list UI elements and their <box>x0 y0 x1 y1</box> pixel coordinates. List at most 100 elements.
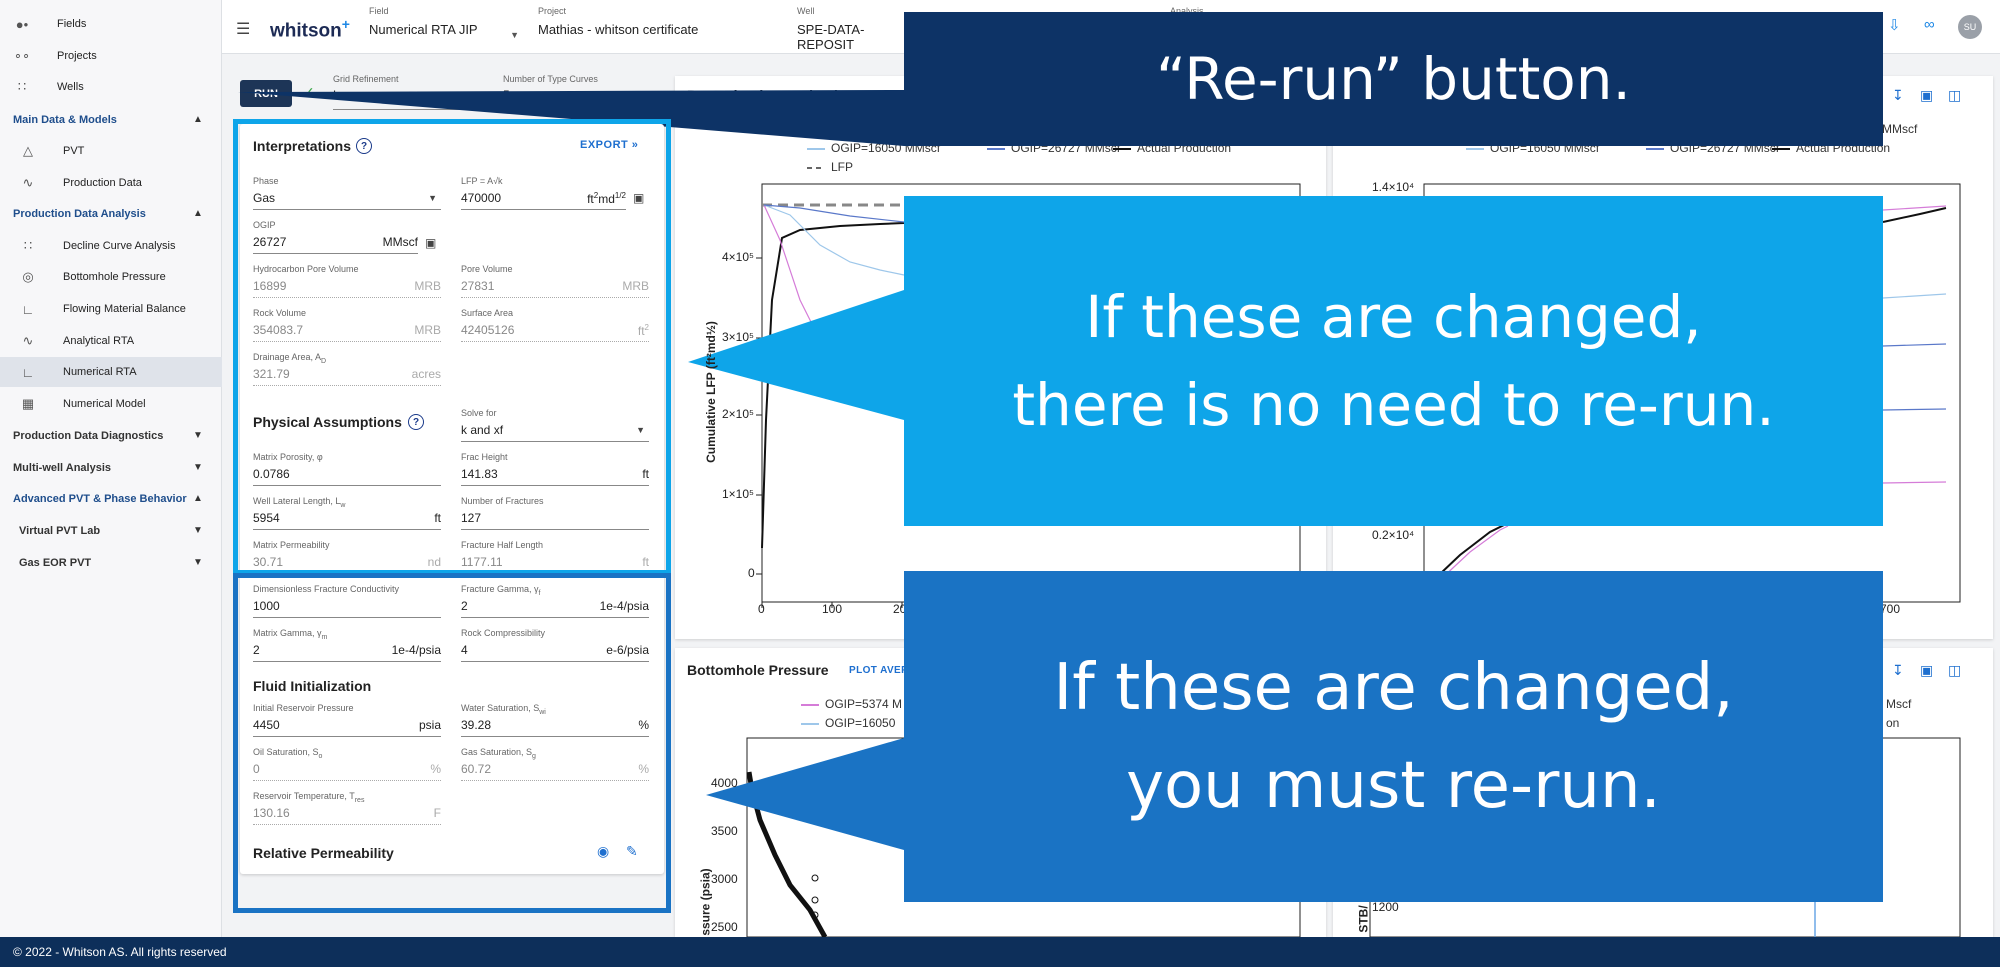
field-select[interactable]: Field Numerical RTA JIP ▼ <box>369 6 519 40</box>
field-label: Frac Height <box>461 452 508 462</box>
image-icon[interactable]: ◫ <box>1948 87 1962 103</box>
sidebar-item-pvt[interactable]: △ PVT <box>0 136 222 166</box>
field-value: 5 <box>503 88 510 102</box>
lfp-input[interactable]: LFP = A√k 470000 ft2md1/2 <box>461 176 626 210</box>
sidebar-item-label: Numerical RTA <box>63 366 137 378</box>
analysis-select[interactable]: Analysis <box>1170 6 1250 16</box>
sidebar-item-dca[interactable]: ∷ Decline Curve Analysis <box>0 231 222 261</box>
sidebar-item-wells[interactable]: ∷ Wells <box>0 72 222 102</box>
unit-label: ft <box>642 555 649 569</box>
type-curves-select[interactable]: Number of Type Curves 5 <box>503 74 653 110</box>
gas-saturation-field: Gas Saturation, Sg 60.72 % <box>461 747 649 781</box>
unit-label: MRB <box>622 279 649 293</box>
initial-reservoir-pressure-input[interactable]: Initial Reservoir Pressure 4450 psia <box>253 703 441 737</box>
field-label: Surface Area <box>461 308 514 318</box>
download-icon[interactable]: ↧ <box>1892 87 1904 103</box>
rock-compressibility-input[interactable]: Rock Compressibility 4 e-6/psia <box>461 628 649 662</box>
link-icon[interactable]: ∞ <box>1924 16 1935 33</box>
field-label: Fracture Half Length <box>461 540 544 550</box>
sidebar-item-gas-eor-pvt[interactable]: Gas EOR PVT <box>19 557 92 569</box>
menu-icon[interactable]: ☰ <box>236 21 251 38</box>
image-icon[interactable]: ◫ <box>1948 662 1962 678</box>
chevron-down-icon[interactable]: ▼ <box>193 430 203 441</box>
field-value: 1177.11 <box>461 555 503 569</box>
chevron-down-icon[interactable]: ▼ <box>193 462 203 473</box>
sidebar-item-numerical-rta[interactable]: ∟ Numerical RTA <box>0 357 222 387</box>
chevron-up-icon[interactable]: ▲ <box>193 493 203 504</box>
solve-for-select[interactable]: Solve for k and xf ▼ <box>461 408 649 442</box>
chevron-down-icon[interactable]: ▼ <box>193 525 203 536</box>
sidebar-item-fields[interactable]: ●• Fields <box>0 9 222 39</box>
phase-select[interactable]: Phase Gas ▼ <box>253 176 441 210</box>
sidebar-item-analytical-rta[interactable]: ∿ Analytical RTA <box>0 326 222 356</box>
export-button[interactable]: EXPORT » <box>580 139 639 151</box>
chevron-down-icon[interactable]: ▼ <box>193 557 203 568</box>
callout-text: there is no need to re-run. <box>1012 371 1775 439</box>
eye-icon[interactable]: ◉ <box>597 843 610 859</box>
sidebar-item-virtual-pvt-lab[interactable]: Virtual PVT Lab <box>19 525 101 537</box>
sidebar-item-production-data[interactable]: ∿ Production Data <box>0 168 222 198</box>
well-select[interactable]: Well SPE-DATA-REPOSIT <box>797 6 917 52</box>
sidebar-item-projects[interactable]: ∘∘ Projects <box>0 41 222 71</box>
field-label: OGIP <box>253 220 276 230</box>
lock-open-icon[interactable]: ▣ <box>633 191 645 205</box>
legend-item: on <box>1886 716 1900 730</box>
section-pda[interactable]: Production Data Analysis <box>13 208 146 220</box>
sidebar-item-label: Analytical RTA <box>63 335 135 347</box>
download-icon[interactable]: ↧ <box>1892 662 1904 678</box>
edit-icon[interactable]: ✎ <box>626 843 638 859</box>
legend-item: Mscf <box>1886 697 1912 711</box>
field-value: Numerical RTA JIP <box>369 22 478 37</box>
matrix-porosity-input[interactable]: Matrix Porosity, φ 0.0786 <box>253 452 441 486</box>
check-icon: ✓ <box>303 84 315 100</box>
sidebar-item-fmb[interactable]: ∟ Flowing Material Balance <box>0 294 222 324</box>
sidebar-item-label: Wells <box>57 81 84 93</box>
field-label: Oil Saturation, So <box>253 747 323 760</box>
field-value: 30.71 <box>253 555 284 569</box>
dimensionless-fracture-conductivity-input[interactable]: Dimensionless Fracture Conductivity 1000 <box>253 584 441 618</box>
run-button[interactable]: RUN <box>240 80 292 107</box>
avatar[interactable]: SU <box>1958 15 1982 39</box>
sidebar-item-numerical-model[interactable]: ▦ Numerical Model <box>0 389 222 419</box>
ogip-input[interactable]: OGIP 26727 MMscf <box>253 220 418 254</box>
chevron-up-icon[interactable]: ▲ <box>193 208 203 219</box>
nodes-icon: ∘∘ <box>13 48 31 63</box>
legend-item: MMscf <box>1882 122 1918 136</box>
frac-height-input[interactable]: Frac Height 141.83 ft <box>461 452 649 486</box>
no-rerun-callout: If these are changed, there is no need t… <box>904 196 1883 526</box>
section-main-data[interactable]: Main Data & Models <box>13 114 117 126</box>
water-saturation-input[interactable]: Water Saturation, Swi 39.28 % <box>461 703 649 737</box>
help-icon[interactable]: ? <box>408 414 424 430</box>
grid-refinement-select[interactable]: Grid Refinement Low <box>333 74 488 110</box>
section-multiwell[interactable]: Multi-well Analysis <box>13 462 112 474</box>
x-tick: 700 <box>1880 602 1901 616</box>
fracture-gamma-input[interactable]: Fracture Gamma, γf 2 1e-4/psia <box>461 584 649 618</box>
decline-icon: ∟ <box>21 364 35 380</box>
field-label: Matrix Porosity, φ <box>253 452 323 462</box>
section-pdd[interactable]: Production Data Diagnostics <box>13 430 164 442</box>
chevron-up-icon[interactable]: ▲ <box>193 114 203 125</box>
matrix-gamma-input[interactable]: Matrix Gamma, γm 2 1e-4/psia <box>253 628 441 662</box>
plot-average-link[interactable]: PLOT AVER <box>849 665 909 676</box>
sidebar-item-label: PVT <box>63 145 85 157</box>
section-advanced-pvt[interactable]: Advanced PVT & Phase Behavior <box>13 493 187 505</box>
camera-icon[interactable]: ▣ <box>1920 87 1934 103</box>
field-value: 16899 <box>253 279 287 293</box>
field-value: 4450 <box>253 718 280 732</box>
number-of-fractures-input[interactable]: Number of Fractures 127 <box>461 496 649 530</box>
footer: © 2022 - Whitson AS. All rights reserved <box>0 937 2000 967</box>
field-label: Solve for <box>461 408 497 418</box>
field-label: LFP = A√k <box>461 176 503 186</box>
well-lateral-length-input[interactable]: Well Lateral Length, Lw 5954 ft <box>253 496 441 530</box>
camera-icon[interactable]: ▣ <box>1920 662 1934 678</box>
field-value: Gas <box>253 191 276 205</box>
x-tick: 100 <box>822 602 843 616</box>
field-label: Reservoir Temperature, Tres <box>253 791 365 804</box>
lock-open-icon[interactable]: ▣ <box>425 236 437 250</box>
building-icon: ▦ <box>21 396 35 411</box>
help-icon[interactable]: ? <box>356 138 372 154</box>
download-file-icon[interactable]: ⇩ <box>1888 17 1901 34</box>
sidebar-item-bhp[interactable]: ◎ Bottomhole Pressure <box>0 262 222 292</box>
field-value: 4 <box>461 643 468 657</box>
field-value: 27831 <box>461 279 495 293</box>
